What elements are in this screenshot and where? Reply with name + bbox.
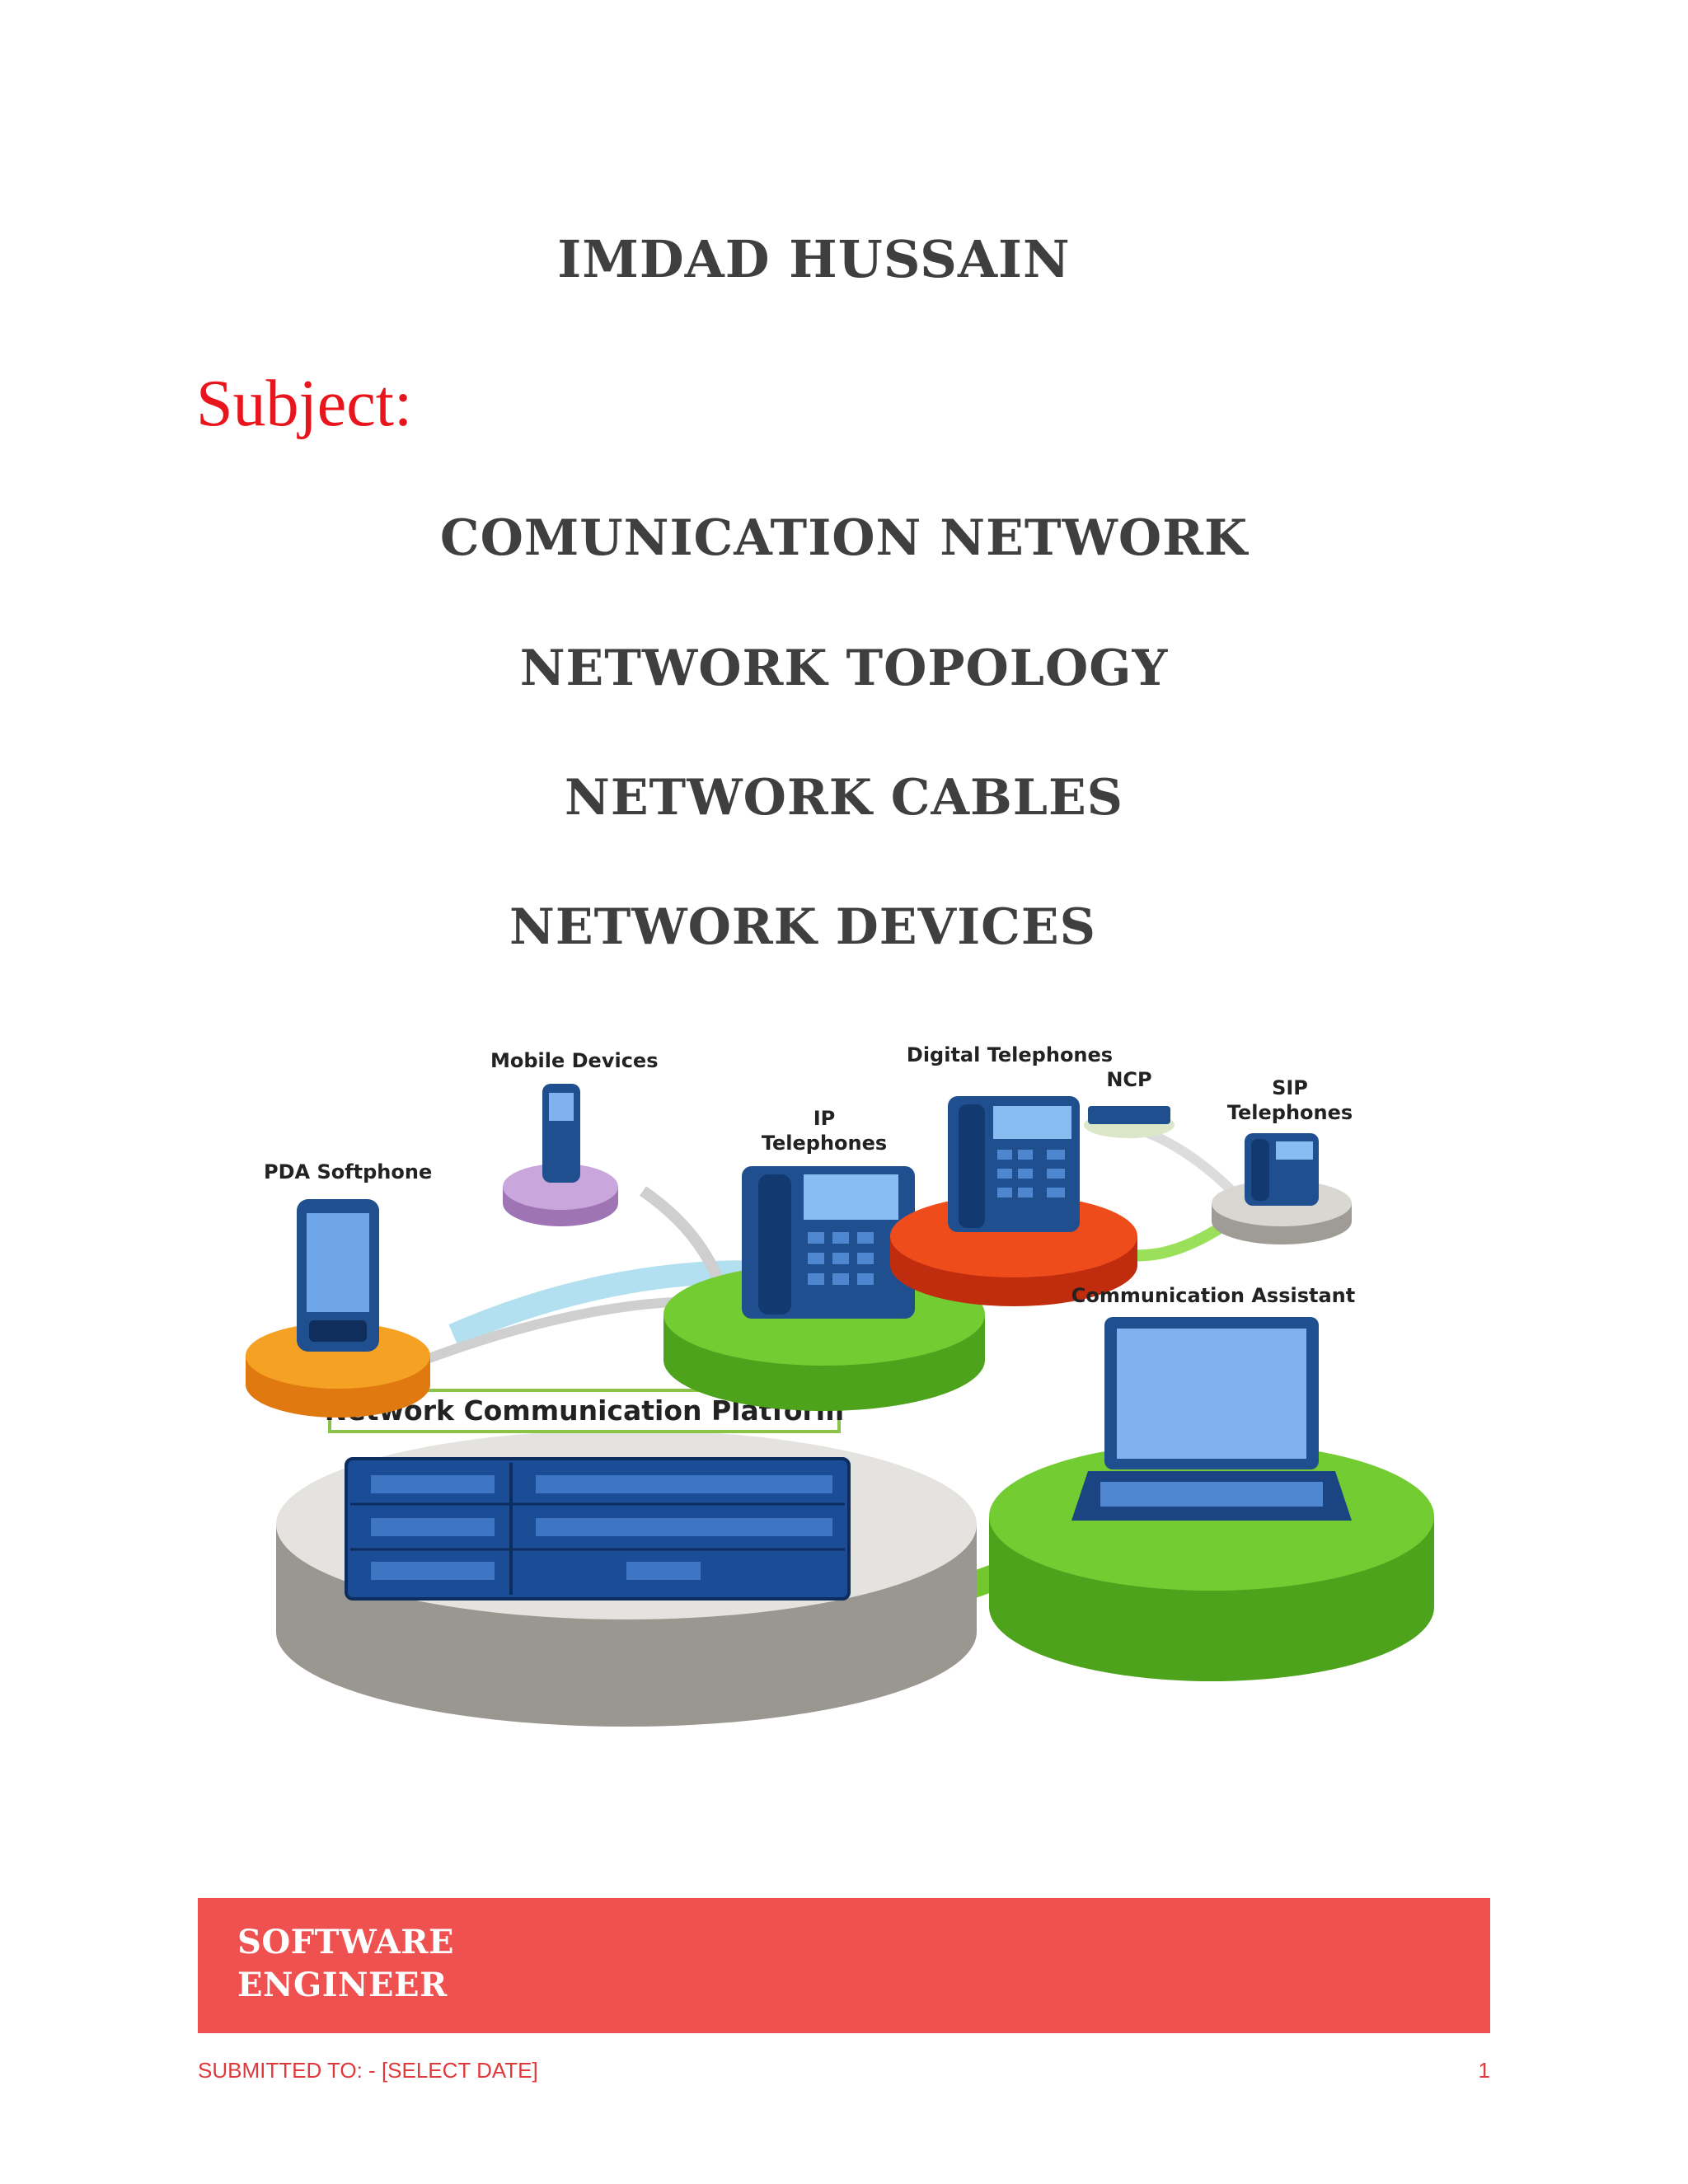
topic-communication-network: COMUNICATION NETWORK (439, 509, 1249, 567)
submitted-to-field[interactable]: SUBMITTED TO: - [SELECT DATE] (198, 2058, 538, 2083)
banner-line-1: SOFTWARE (237, 1923, 455, 1961)
mobile-phone-icon (542, 1084, 580, 1183)
ip-telephone-icon (742, 1166, 915, 1319)
role-banner: SOFTWARE ENGINEER (198, 1898, 1490, 2033)
ncp-label: NCP (1106, 1068, 1151, 1091)
author-name: IMDAD HUSSAIN (557, 229, 1071, 289)
digital-telephones-label: Digital Telephones (907, 1043, 1113, 1066)
pda-disc (246, 1323, 430, 1418)
topic-network-cables: NETWORK CABLES (564, 769, 1124, 827)
sip-telephones-label-2: Telephones (1227, 1101, 1353, 1124)
network-diagram: Network Communication Platform PDA Softp… (231, 1030, 1451, 1739)
communication-assistant-label: Communication Assistant (1071, 1284, 1355, 1307)
ncp-disc (1084, 1106, 1175, 1138)
topic-network-devices: NETWORK DEVICES (509, 898, 1096, 956)
server-rack (345, 1457, 851, 1601)
sip-telephone-icon (1245, 1133, 1319, 1206)
pda-softphone-label: PDA Softphone (264, 1160, 432, 1183)
pda-softphone-icon (297, 1199, 379, 1352)
laptop-icon (1071, 1317, 1352, 1521)
page-number: 1 (1478, 2058, 1490, 2083)
ip-telephones-label-1: IP (814, 1107, 836, 1130)
mobile-devices-label: Mobile Devices (490, 1049, 659, 1072)
subject-label: Subject: (196, 368, 413, 440)
banner-line-2: ENGINEER (237, 1966, 448, 2004)
topic-network-topology: NETWORK TOPOLOGY (519, 640, 1169, 697)
mobile-disc (503, 1164, 618, 1226)
sip-telephones-label-1: SIP (1272, 1076, 1308, 1099)
digital-telephone-icon (948, 1096, 1080, 1232)
ip-telephones-label-2: Telephones (762, 1132, 887, 1155)
